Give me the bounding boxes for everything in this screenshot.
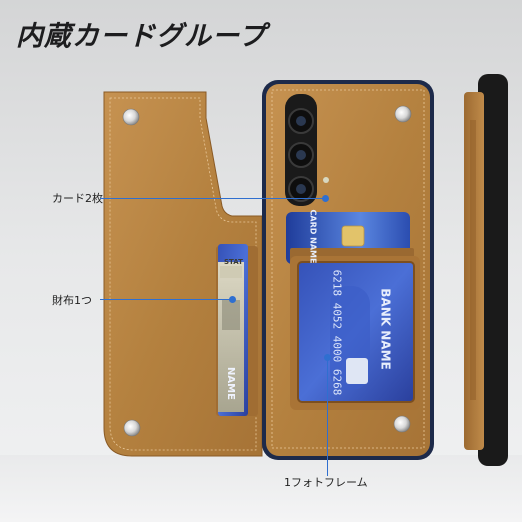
callout-wallet-label: 財布1つ	[52, 294, 92, 307]
upper-card-name: CARD NAME	[308, 209, 318, 264]
open-flap	[103, 91, 263, 457]
callout-photo-frame-dot	[324, 354, 331, 361]
callout-wallet-dot	[229, 296, 236, 303]
callout-photo-frame-label: 1フォトフレーム	[284, 476, 368, 489]
callout-cards-line	[100, 198, 326, 199]
callout-photo-frame-line	[327, 358, 328, 476]
left-card-name: NAME	[224, 367, 236, 400]
left-card-state: STAT	[224, 258, 243, 266]
phone-case-back	[262, 80, 434, 460]
callout-cards-label: カード2枚	[52, 192, 103, 205]
callout-wallet-line	[100, 299, 232, 300]
backdrop-floor	[0, 455, 522, 522]
headline: 内蔵カードグループ	[16, 21, 267, 52]
side-profile	[464, 74, 508, 466]
front-card-bank-name: BANK NAME	[378, 288, 393, 370]
callout-cards-dot	[322, 195, 329, 202]
front-card-number: 6218 4052 4000 6268	[330, 269, 344, 396]
